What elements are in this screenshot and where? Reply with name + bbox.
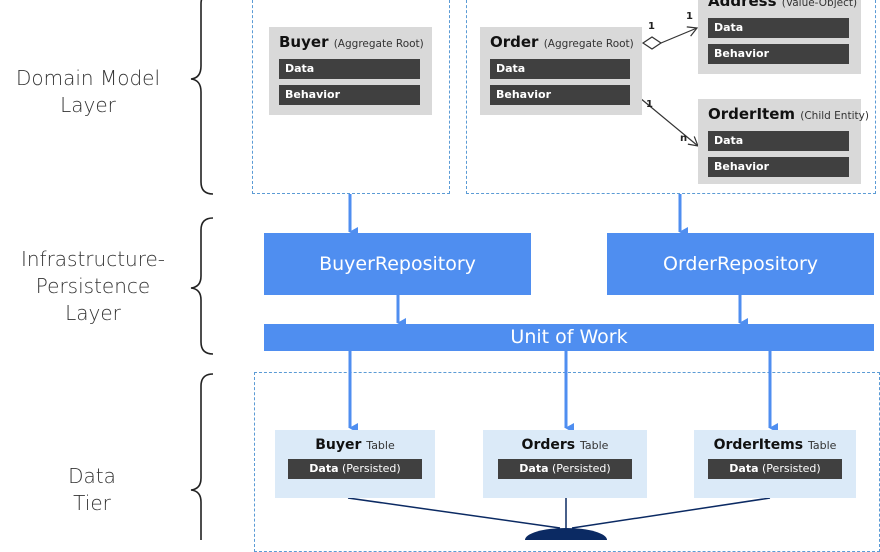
orders-table-name: Orders (521, 437, 576, 453)
orderitem-entity-name: OrderItem (708, 105, 796, 123)
order-entity-name: Order (490, 33, 539, 51)
buyer-table-data-label: Data (309, 462, 339, 475)
orderitems-table-title: OrderItems Table (694, 437, 856, 454)
order-data-bar: Data (490, 59, 630, 79)
address-entity-name: Address (708, 0, 777, 10)
infrastructure-layer-label: Infrastructure- Persistence Layer (0, 246, 186, 327)
orderitem-behavior-bar: Behavior (708, 157, 849, 177)
orderitems-table: OrderItems Table Data (Persisted) (694, 430, 856, 498)
data-tier-label-line1: Data (68, 464, 116, 488)
multiplicity-order-item-from: 1 (646, 99, 653, 110)
buyer-repository: BuyerRepository (264, 233, 531, 295)
buyer-data-bar: Data (279, 59, 420, 79)
address-data-bar: Data (708, 18, 849, 38)
buyer-entity-title: Buyer (Aggregate Root) (279, 33, 424, 53)
buyer-table-name: Buyer (315, 437, 362, 453)
orderitems-table-data-bar: Data (Persisted) (708, 459, 842, 479)
orderitem-child-entity: OrderItem (Child Entity) Data Behavior (698, 99, 869, 184)
address-behavior-bar: Behavior (708, 44, 849, 64)
orders-table-data-label: Data (519, 462, 549, 475)
buyer-table: Buyer Table Data (Persisted) (275, 430, 435, 498)
orderitems-table-name: OrderItems (713, 437, 804, 453)
buyer-aggregate-boundary (252, 0, 450, 194)
order-orderitem-association (639, 97, 699, 147)
database-icon (525, 528, 607, 540)
orderitem-entity-title: OrderItem (Child Entity) (708, 105, 869, 125)
buyer-table-title: Buyer Table (275, 437, 435, 454)
infra-layer-label-line2: Persistence (35, 274, 151, 298)
orders-table: Orders Table Data (Persisted) (483, 430, 647, 498)
orderitem-entity-role: (Child Entity) (800, 110, 869, 122)
buyer-table-data-bar: Data (Persisted) (288, 459, 422, 479)
order-entity-role: (Aggregate Root) (543, 38, 634, 50)
domain-layer-brace (190, 0, 214, 195)
infra-layer-label-line1: Infrastructure- (20, 247, 166, 271)
buyer-entity-name: Buyer (279, 33, 329, 51)
data-tier-label: Data Tier (0, 463, 184, 517)
multiplicity-order-address-from: 1 (648, 21, 655, 32)
orderitem-data-bar: Data (708, 131, 849, 151)
orders-table-title: Orders Table (483, 437, 647, 454)
address-entity-title: Address (Value-Object) (708, 0, 857, 12)
multiplicity-order-item-to: n (680, 133, 688, 144)
domain-layer-label-line1: Domain Model (15, 66, 160, 90)
orderitems-table-data-label: Data (729, 462, 759, 475)
order-repository: OrderRepository (607, 233, 874, 295)
buyer-table-suffix: Table (366, 439, 395, 452)
order-entity-title: Order (Aggregate Root) (490, 33, 634, 53)
orders-table-data-bar: Data (Persisted) (498, 459, 632, 479)
orderitems-table-state: (Persisted) (762, 462, 821, 475)
orders-table-state: (Persisted) (552, 462, 611, 475)
order-address-association (641, 26, 699, 50)
order-aggregate-root: Order (Aggregate Root) Data Behavior (480, 27, 642, 115)
buyer-aggregate-root: Buyer (Aggregate Root) Data Behavior (269, 27, 432, 115)
buyer-entity-role: (Aggregate Root) (333, 38, 424, 50)
multiplicity-order-address-to: 1 (686, 11, 693, 22)
tables-to-database-lines (347, 497, 771, 529)
order-behavior-bar: Behavior (490, 85, 630, 105)
data-tier-brace (190, 373, 214, 540)
orderitems-table-suffix: Table (807, 439, 837, 452)
infra-layer-label-line3: Layer (65, 301, 121, 325)
diagram-connectors (190, 0, 778, 540)
buyer-table-state: (Persisted) (342, 462, 401, 475)
domain-layer-label-line2: Layer (60, 93, 116, 117)
data-tier-label-line2: Tier (73, 491, 111, 515)
order-aggregate-boundary (466, 0, 876, 194)
infrastructure-layer-brace (190, 217, 214, 355)
address-entity-role: (Value-Object) (781, 0, 858, 9)
address-value-object: Address (Value-Object) Data Behavior (698, 0, 861, 74)
domain-model-layer-label: Domain Model Layer (0, 65, 176, 119)
buyer-behavior-bar: Behavior (279, 85, 420, 105)
orders-table-suffix: Table (579, 439, 609, 452)
unit-of-work: Unit of Work (264, 324, 874, 351)
